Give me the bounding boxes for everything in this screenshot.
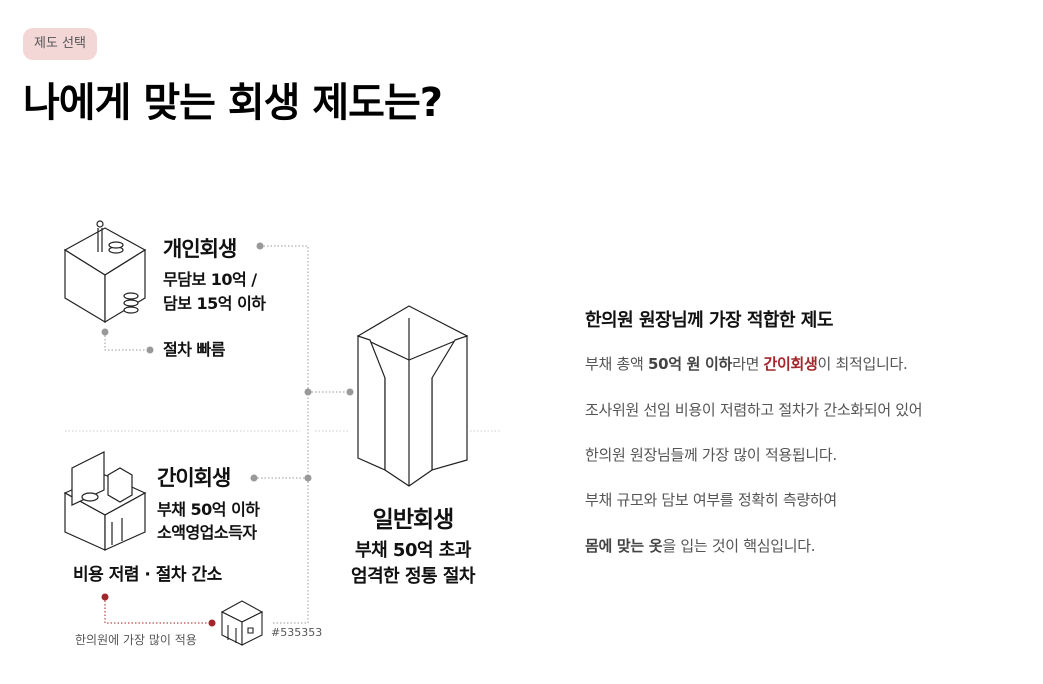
general-rehab-line2: 엄격한 정통 절차 [351, 566, 475, 587]
text: 라면 [732, 355, 764, 373]
simple-rehab-title: 간이회생 [157, 466, 231, 490]
tower-icon [356, 305, 469, 487]
simple-rehab-note: 한의원에 가장 많이 적용 [75, 633, 197, 647]
text: 을 입는 것이 핵심입니다. [662, 537, 816, 555]
highlight-amount: 50억 원 이하 [647, 355, 733, 373]
personal-rehab-feature: 절차 빠름 [163, 340, 225, 359]
connector-dots [101, 242, 354, 627]
panel-paragraph-5: 몸에 맞는 옷을 입는 것이 핵심입니다. [585, 535, 816, 556]
text: 부채 총액 [585, 355, 648, 373]
general-rehab-title: 일반회생 [372, 507, 455, 533]
personal-rehab-title: 개인회생 [163, 237, 237, 261]
page-title: 나에게 맞는 회생 제도는? [23, 80, 443, 126]
clinic-building-icon [220, 600, 264, 646]
color-label: #535353 [271, 626, 323, 639]
connector-lines [65, 245, 500, 624]
cube-icon [63, 220, 147, 324]
store-icon [63, 451, 147, 551]
personal-rehab-line2: 담보 15억 이하 [163, 294, 266, 313]
simple-rehab-line1: 부채 50억 이하 [157, 500, 260, 519]
panel-paragraph-4: 부채 규모와 담보 여부를 정확히 측량하여 [585, 491, 837, 509]
highlight-fit: 몸에 맞는 옷 [585, 537, 663, 555]
highlight-simple-rehab: 간이회생 [763, 355, 818, 373]
category-badge: 제도 선택 [23, 28, 97, 60]
panel-paragraph-1: 부채 총액 50억 원 이하라면 간이회생이 최적입니다. [585, 353, 908, 374]
general-rehab-line1: 부채 50억 초과 [355, 540, 471, 561]
text: 이 최적입니다. [817, 355, 908, 373]
simple-rehab-line2: 소액영업소득자 [157, 523, 257, 542]
panel-paragraph-3: 한의원 원장님들께 가장 많이 적용됩니다. [585, 446, 837, 464]
simple-rehab-feature: 비용 저렴 · 절차 간소 [73, 565, 222, 585]
personal-rehab-line1: 무담보 10억 / [163, 270, 257, 289]
panel-paragraph-2: 조사위원 선임 비용이 저렴하고 절차가 간소화되어 있어 [585, 401, 923, 419]
panel-heading: 한의원 원장님께 가장 적합한 제도 [585, 310, 833, 331]
